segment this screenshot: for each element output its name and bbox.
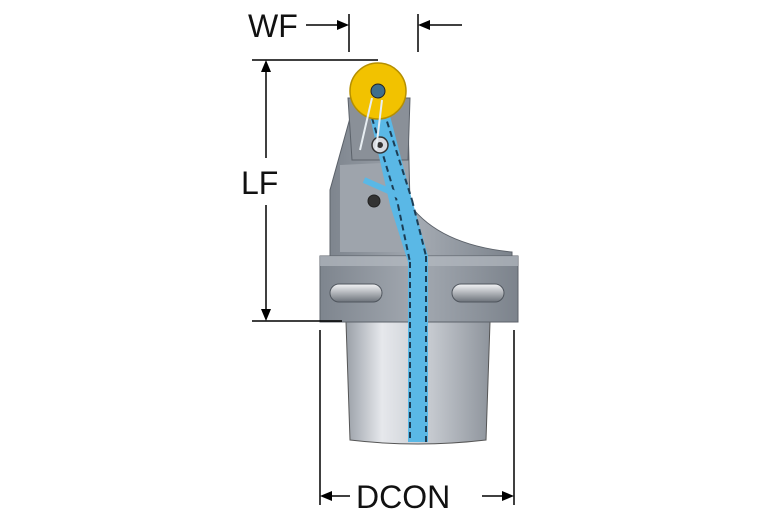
body-slot-right [451, 283, 505, 303]
wf-label: WF [248, 8, 298, 44]
coolant-channel [368, 108, 428, 442]
lf-label: LF [241, 165, 278, 201]
screw-hole-lower [367, 194, 381, 208]
dcon-label: DCON [356, 479, 450, 515]
head-facet [340, 162, 440, 252]
body-slot-left [329, 283, 383, 303]
